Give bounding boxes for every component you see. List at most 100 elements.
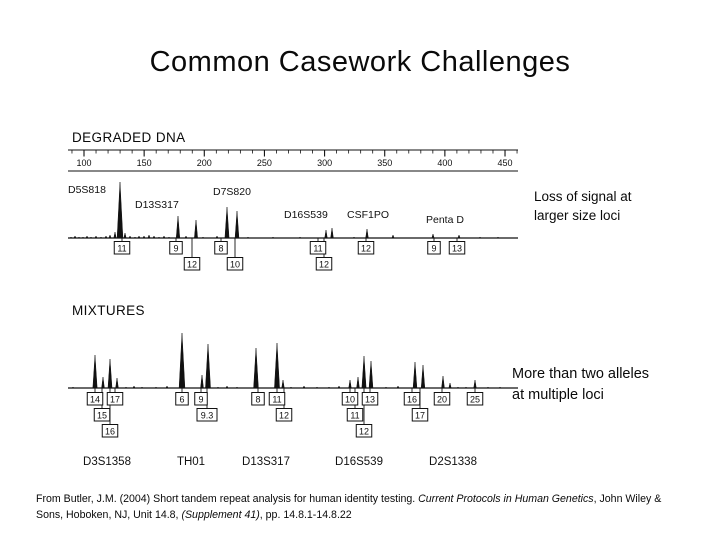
peak <box>101 376 105 389</box>
citation-journal: Current Protocols in Human Genetics <box>418 493 594 505</box>
peak <box>225 385 229 389</box>
peak <box>234 210 240 239</box>
allele-value: 14 <box>90 394 100 404</box>
peak <box>69 236 73 239</box>
peak <box>73 235 77 239</box>
peak <box>167 236 171 239</box>
citation-supplement: (Supplement 41) <box>181 508 260 521</box>
allele-value: 8 <box>255 394 260 404</box>
peak <box>157 236 161 239</box>
mixtures-note-line2: at multiple loci <box>512 387 604 403</box>
allele-value: 12 <box>359 426 369 436</box>
peak <box>216 386 220 389</box>
allele-box <box>101 424 119 438</box>
peak <box>175 215 181 239</box>
peak <box>115 377 119 389</box>
peak <box>324 229 328 239</box>
ruler-tick-label: 450 <box>497 158 512 168</box>
ruler-tick-label: 150 <box>137 158 152 168</box>
allele-box <box>214 241 228 255</box>
allele-box <box>411 408 429 422</box>
peak <box>104 235 108 239</box>
peak <box>365 228 369 239</box>
ruler-tick-label: 350 <box>377 158 392 168</box>
peak <box>194 219 198 239</box>
peak <box>352 236 356 239</box>
allele-value: 10 <box>345 394 355 404</box>
allele-value: 12 <box>361 243 371 253</box>
locus-label: D13S317 <box>135 199 179 211</box>
mixtures-note: More than two alleles at multiple loci <box>512 364 649 406</box>
allele-box <box>466 392 484 406</box>
peak <box>302 385 306 389</box>
allele-box <box>86 392 104 406</box>
page-title: Common Casework Challenges <box>149 46 571 78</box>
peak <box>184 235 188 239</box>
peak <box>71 386 75 389</box>
allele-value: 12 <box>319 259 329 269</box>
allele-box <box>355 424 373 438</box>
ruler-tick-label: 200 <box>197 158 212 168</box>
locus-label: D5S818 <box>68 184 106 196</box>
allele-value: 12 <box>279 410 289 420</box>
citation-text: From Butler, J.M. (2004) Short tandem re… <box>36 493 419 505</box>
peak <box>162 235 166 239</box>
allele-box <box>268 392 286 406</box>
peak <box>215 235 219 239</box>
peak <box>412 361 418 389</box>
ruler-tick-label: 250 <box>257 158 272 168</box>
allele-box <box>403 392 421 406</box>
peak <box>384 386 388 389</box>
allele-value: 9 <box>431 243 436 253</box>
peak <box>224 206 230 239</box>
peak <box>486 386 490 389</box>
allele-box <box>194 392 208 406</box>
peak <box>253 347 259 389</box>
degraded-note: Loss of signal at larger size loci <box>534 187 632 225</box>
peak <box>356 376 360 389</box>
peak <box>140 386 144 389</box>
degraded-note-line2: larger size loci <box>534 208 621 223</box>
allele-value: 15 <box>97 410 107 420</box>
locus-label: D3S1358 <box>83 456 131 468</box>
allele-value: 11 <box>350 410 359 420</box>
peak <box>281 379 285 389</box>
peak <box>85 235 89 239</box>
peak <box>201 236 205 239</box>
allele-value: 13 <box>452 243 462 253</box>
allele-box <box>341 392 359 406</box>
allele-value: 13 <box>365 394 375 404</box>
allele-value: 9.3 <box>201 410 214 420</box>
peak <box>92 354 98 389</box>
peak <box>337 385 341 389</box>
allele-box <box>113 241 131 255</box>
peak <box>124 386 128 389</box>
peak <box>464 386 468 389</box>
allele-box <box>93 408 111 422</box>
allele-value: 16 <box>407 394 417 404</box>
peak <box>441 375 445 389</box>
peak <box>123 232 127 239</box>
peak <box>77 236 81 239</box>
peak <box>473 379 477 389</box>
peak <box>154 386 158 389</box>
allele-value: 10 <box>230 259 240 269</box>
peak <box>289 386 293 389</box>
allele-box <box>357 241 375 255</box>
peak <box>271 236 275 239</box>
peak <box>132 385 136 389</box>
peak <box>396 385 400 389</box>
allele-box <box>433 392 451 406</box>
allele-box <box>169 241 183 255</box>
peak <box>431 233 435 239</box>
locus-label: TH01 <box>177 456 205 468</box>
allele-box <box>175 392 189 406</box>
peak <box>448 382 452 389</box>
allele-box <box>315 257 333 271</box>
allele-value: 8 <box>218 243 223 253</box>
allele-box <box>346 408 364 422</box>
citation: From Butler, J.M. (2004) Short tandem re… <box>36 492 676 524</box>
